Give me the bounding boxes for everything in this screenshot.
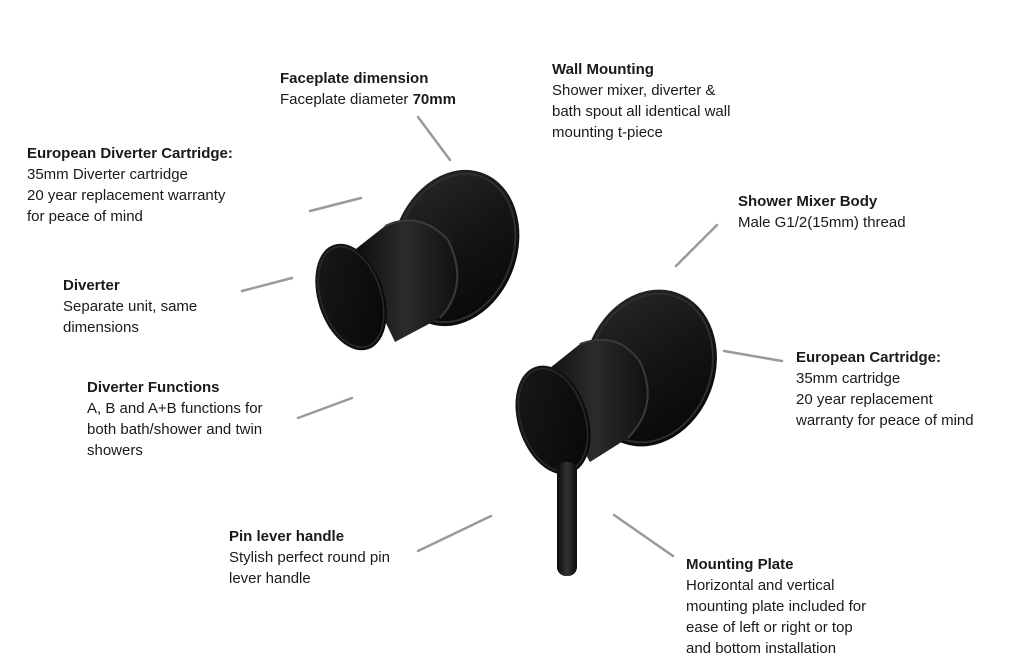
callout-mixer-body: Shower Mixer Body Male G1/2(15mm) thread <box>738 191 906 233</box>
callout-mixer-body-line: Male G1/2(15mm) thread <box>738 214 906 231</box>
callout-diverter: Diverter Separate unit, same dimensions <box>63 275 197 338</box>
callout-diverter-line: Separate unit, same <box>63 298 198 315</box>
callout-pin-lever-line: Stylish perfect round pin <box>229 549 390 566</box>
callout-wall-line: mounting t-piece <box>552 124 663 141</box>
callout-euro-cartridge-line: warranty for peace of mind <box>796 412 974 429</box>
diverter-unit <box>315 169 520 351</box>
callout-wall-line: bath spout all identical wall <box>552 103 731 120</box>
callout-euro-cartridge-title: European Cartridge: <box>796 349 942 366</box>
callout-mounting-plate-line: mounting plate included for <box>686 598 867 615</box>
callout-euro-diverter-title: European Diverter Cartridge: <box>27 145 233 162</box>
callout-diverter-functions-line: A, B and A+B functions for <box>87 400 263 417</box>
callout-mounting-plate-line: ease of left or right or top <box>686 619 853 636</box>
callout-wall-title: Wall Mounting <box>552 61 654 78</box>
callout-faceplate-line: Faceplate diameter 70mm <box>280 89 456 110</box>
mixer-unit <box>515 289 717 576</box>
callout-diverter-functions-line: both bath/shower and twin <box>87 421 263 438</box>
callout-euro-diverter: European Diverter Cartridge: 35mm Divert… <box>27 143 233 227</box>
callout-diverter-functions-title: Diverter Functions <box>87 379 220 396</box>
mixer-cap <box>515 365 591 475</box>
callout-euro-cartridge: European Cartridge: 35mm cartridge 20 ye… <box>796 347 974 431</box>
callout-mounting-plate-title: Mounting Plate <box>686 556 794 573</box>
leader-euro-cartridge <box>722 349 784 363</box>
callout-euro-diverter-line: for peace of mind <box>27 208 143 225</box>
callout-faceplate-title: Faceplate dimension <box>280 70 429 87</box>
callout-mounting-plate-line: Horizontal and vertical <box>686 577 835 594</box>
diverter-body <box>352 220 458 342</box>
callout-pin-lever: Pin lever handle Stylish perfect round p… <box>229 526 390 589</box>
pin-lever <box>557 462 577 576</box>
leader-mounting-plate <box>612 513 675 558</box>
callout-diverter-line: dimensions <box>63 319 139 336</box>
callout-euro-cartridge-line: 20 year replacement <box>796 391 933 408</box>
callout-euro-cartridge-line: 35mm cartridge <box>796 370 901 387</box>
callout-diverter-functions-line: showers <box>87 442 143 459</box>
callout-wall-line: Shower mixer, diverter & <box>552 82 716 99</box>
callout-euro-diverter-line: 35mm Diverter cartridge <box>27 166 188 183</box>
diverter-cap <box>315 243 387 351</box>
leader-mixer-body <box>674 223 719 268</box>
mixer-body <box>540 339 648 462</box>
callout-wall-mounting: Wall Mounting Shower mixer, diverter & b… <box>552 59 730 143</box>
leader-lines <box>240 115 784 558</box>
callout-pin-lever-title: Pin lever handle <box>229 528 345 545</box>
callout-faceplate-value: 70mm <box>412 91 456 108</box>
callout-pin-lever-line: lever handle <box>229 570 311 587</box>
leader-faceplate <box>416 115 452 162</box>
callout-euro-diverter-line: 20 year replacement warranty <box>27 187 226 204</box>
leader-pin-lever <box>416 514 493 553</box>
callout-mixer-body-title: Shower Mixer Body <box>738 193 878 210</box>
callout-faceplate-text: Faceplate diameter <box>280 91 413 108</box>
leader-diverter <box>240 276 294 293</box>
leader-diverter-functions <box>296 396 354 420</box>
callout-diverter-functions: Diverter Functions A, B and A+B function… <box>87 377 263 461</box>
callout-diverter-title: Diverter <box>63 277 120 294</box>
callout-mounting-plate: Mounting Plate Horizontal and vertical m… <box>686 554 866 659</box>
callout-faceplate: Faceplate dimension Faceplate diameter 7… <box>280 68 456 110</box>
leader-euro-diverter <box>308 196 363 213</box>
callout-mounting-plate-line: and bottom installation <box>686 640 837 657</box>
